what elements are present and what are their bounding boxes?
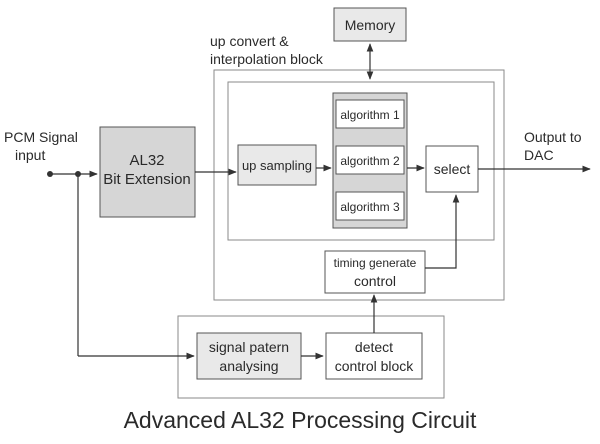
memory-label: Memory <box>345 17 396 33</box>
output-label-line1: Output to <box>524 129 582 145</box>
select-label: select <box>434 161 471 177</box>
signal-patern-label-line1: signal patern <box>209 339 289 355</box>
algorithm-2-label: algorithm 2 <box>340 154 400 168</box>
algorithm-1-block <box>335 99 405 129</box>
input-label-line1: PCM Signal <box>4 129 78 145</box>
algorithm-2-block <box>335 145 405 175</box>
bit-extension-block <box>99 126 196 218</box>
memory-block <box>333 7 407 42</box>
signal-patern-block <box>196 332 302 380</box>
bit-extension-label-line1: AL32 <box>129 152 164 169</box>
up-sampling-label: up sampling <box>242 158 312 173</box>
timing-label-line2: control <box>354 273 396 289</box>
algorithm-3-label: algorithm 3 <box>340 200 400 214</box>
input-label-line2: input <box>15 147 45 163</box>
timing-label-line1: timing generate <box>334 256 417 270</box>
detect-label-line1: detect <box>355 339 393 355</box>
upconvert-label-line1: up convert & <box>210 33 289 49</box>
select-block <box>425 145 479 193</box>
output-label-line2: DAC <box>524 147 554 163</box>
upconvert-label-line2: interpolation block <box>210 51 324 67</box>
algorithm-1-label: algorithm 1 <box>340 108 400 122</box>
timing-to-select <box>425 194 460 269</box>
junction-dot-1 <box>47 171 53 177</box>
bit-extension-label-line2: Bit Extension <box>103 171 191 188</box>
up-sampling-block <box>237 144 317 186</box>
timing-control-block <box>324 250 426 294</box>
signal-patern-label-line2: analysing <box>219 358 278 374</box>
detect-label-line2: control block <box>335 358 415 374</box>
algorithm-3-block <box>335 191 405 221</box>
detect-control-block <box>325 332 423 380</box>
diagram-title: Advanced AL32 Processing Circuit <box>124 407 477 433</box>
